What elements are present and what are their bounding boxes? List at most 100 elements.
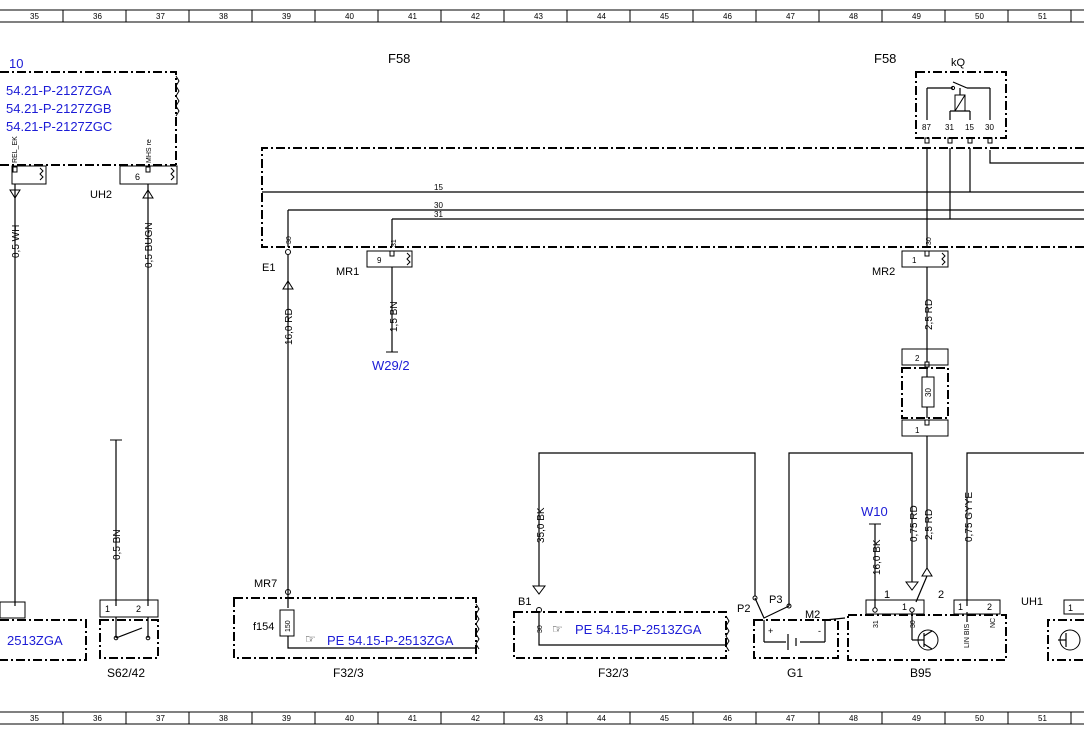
pin-rel-label: REL_EK bbox=[12, 136, 19, 163]
wire-0-5-bn: 0,5 BN bbox=[112, 529, 123, 560]
b95-sub-1: 1 bbox=[902, 602, 907, 612]
bottom-ruler-cell-45: 45 bbox=[660, 714, 669, 723]
bottom-ruler-cell-35: 35 bbox=[30, 714, 39, 723]
mr2-branch: 30 1 MR2 2,5 RD 2 30 1 2,5 RD bbox=[872, 237, 949, 603]
m2-label: M2 bbox=[805, 609, 820, 621]
mr2-label: MR2 bbox=[872, 266, 895, 278]
left-bottom-box: 2513ZGA bbox=[0, 601, 87, 661]
mr1-branch: 31 9 MR1 1,5 BN W29/2 bbox=[336, 239, 413, 373]
top-ruler-cell-46: 46 bbox=[723, 12, 732, 21]
fuse-pin-1: 1 bbox=[915, 426, 920, 435]
module-ref-3[interactable]: 54.21-P-2127ZGC bbox=[6, 119, 112, 134]
bottom-ruler-cell-46: 46 bbox=[723, 714, 732, 723]
wire-35-0-bk: 35,0 BK bbox=[536, 507, 547, 543]
b95-num-2: 2 bbox=[938, 589, 944, 601]
f154-label: f154 bbox=[253, 621, 274, 633]
wire-0-5-bugn: 0,5 BUGN bbox=[144, 222, 155, 268]
relay-label: kQ bbox=[951, 57, 966, 69]
bottom-ruler-cell-41: 41 bbox=[408, 714, 417, 723]
relay-pin-15: 15 bbox=[965, 123, 974, 132]
wire-2-5-rd-bottom: 2,5 RD bbox=[924, 509, 935, 540]
uh1-label: UH1 bbox=[1021, 596, 1043, 608]
g1-plus: + bbox=[768, 626, 773, 636]
pin-mhs-label: MHS re bbox=[146, 139, 153, 163]
top-ruler-cell-49: 49 bbox=[912, 12, 921, 21]
b95-pin-nc: NC bbox=[990, 618, 997, 628]
b95-label: B95 bbox=[910, 666, 932, 680]
mr1-label: MR1 bbox=[336, 266, 359, 278]
p3-branch: 0,75 RD P3 bbox=[769, 452, 920, 606]
w10-link[interactable]: W10 bbox=[861, 504, 888, 519]
wire-0-5-wh: 0,5 WH bbox=[11, 225, 22, 258]
b1-label: B1 bbox=[518, 596, 531, 608]
f154-value: 150 bbox=[285, 620, 292, 632]
relay-pin-87: 87 bbox=[922, 123, 931, 132]
s62-pin-1: 1 bbox=[105, 604, 110, 614]
module-b95: 1 2 1 1 2 31 30 LIN BIS NC B95 bbox=[847, 589, 1007, 680]
ref-link-a[interactable]: PE 54.15-P-2513ZGA bbox=[327, 633, 454, 648]
f32-3-right-label: F32/3 bbox=[598, 666, 629, 680]
module-number[interactable]: 10 bbox=[9, 56, 23, 71]
top-ruler-cell-48: 48 bbox=[849, 12, 858, 21]
b95-sub-3: 2 bbox=[987, 602, 992, 612]
top-ruler-cell-35: 35 bbox=[30, 12, 39, 21]
b95-pin-lin: LIN BIS bbox=[964, 624, 971, 648]
w29-2-link[interactable]: W29/2 bbox=[372, 358, 410, 373]
e1-pin: 30 bbox=[286, 236, 293, 244]
mr2-pin-a: 1 bbox=[912, 256, 917, 265]
bottom-ruler-cell-36: 36 bbox=[93, 714, 102, 723]
f32-3-left: 150 f154 ☞ PE 54.15-P-2513ZGA F32/3 bbox=[233, 597, 480, 680]
relay-pin-31: 31 bbox=[945, 123, 954, 132]
b95-sub-2: 1 bbox=[958, 602, 963, 612]
bottom-ruler-cell-49: 49 bbox=[912, 714, 921, 723]
wire-0-75-rd: 0,75 RD bbox=[909, 505, 920, 542]
module-ref-1[interactable]: 54.21-P-2127ZGA bbox=[6, 83, 112, 98]
w10-branch: W10 16,0 BK bbox=[861, 504, 888, 608]
wire-0-75-gyye: 0,75 GYYE bbox=[964, 492, 975, 542]
e1-branch: 30 E1 16,0 RD MR7 bbox=[254, 236, 295, 608]
b95-pin-30: 30 bbox=[910, 620, 917, 628]
ref-left-bottom[interactable]: 2513ZGA bbox=[7, 633, 63, 648]
bottom-ruler-cell-50: 50 bbox=[975, 714, 984, 723]
wire-2-5-rd-top: 2,5 RD bbox=[924, 299, 935, 330]
top-ruler-cell-50: 50 bbox=[975, 12, 984, 21]
f58-right-heading: F58 bbox=[874, 51, 896, 66]
bottom-ruler-cell-38: 38 bbox=[219, 714, 228, 723]
ref-link-b[interactable]: PE 54.15-P-2513ZGA bbox=[575, 622, 702, 637]
b1-branch: 35,0 BK B1 P2 bbox=[518, 452, 792, 619]
fuse-value: 30 bbox=[924, 388, 933, 397]
f32-3-right: 30 ☞ PE 54.15-P-2513ZGA F32/3 bbox=[513, 611, 730, 680]
bottom-ruler-cell-51: 51 bbox=[1038, 714, 1047, 723]
b95-pin-31: 31 bbox=[873, 620, 880, 628]
pin-6: 6 bbox=[135, 172, 140, 182]
bottom-ruler-cell-48: 48 bbox=[849, 714, 858, 723]
top-ruler-cell-42: 42 bbox=[471, 12, 480, 21]
uh2-label: UH2 bbox=[90, 189, 112, 201]
mr1-pin-b: 31 bbox=[391, 239, 398, 247]
mr7-label: MR7 bbox=[254, 578, 277, 590]
uh1-pin: 1 bbox=[1068, 603, 1073, 613]
f32-3-left-label: F32/3 bbox=[333, 666, 364, 680]
fuse-pin-2: 2 bbox=[915, 354, 920, 363]
module-ref-2[interactable]: 54.21-P-2127ZGB bbox=[6, 101, 112, 116]
bottom-ruler-cell-42: 42 bbox=[471, 714, 480, 723]
top-ruler-cell-37: 37 bbox=[156, 12, 165, 21]
top-ruler-cell-41: 41 bbox=[408, 12, 417, 21]
bottom-ruler-cell-37: 37 bbox=[156, 714, 165, 723]
uh1-module: UH1 1 bbox=[1021, 596, 1084, 661]
top-ruler-cell-36: 36 bbox=[93, 12, 102, 21]
left-module: 10 54.21-P-2127ZGA 54.21-P-2127ZGB 54.21… bbox=[0, 56, 180, 606]
hand-icon-b[interactable]: ☞ bbox=[552, 622, 563, 636]
hand-icon-a[interactable]: ☞ bbox=[305, 632, 316, 646]
top-ruler-cell-39: 39 bbox=[282, 12, 291, 21]
bottom-ruler-cell-44: 44 bbox=[597, 714, 606, 723]
top-ruler-cell-51: 51 bbox=[1038, 12, 1047, 21]
p2-label: P2 bbox=[737, 603, 750, 615]
top-ruler-cell-47: 47 bbox=[786, 12, 795, 21]
relay-kq: kQ 87 31 15 30 bbox=[915, 57, 1007, 144]
bottom-ruler-cell-47: 47 bbox=[786, 714, 795, 723]
b1-pin: 30 bbox=[537, 625, 544, 633]
